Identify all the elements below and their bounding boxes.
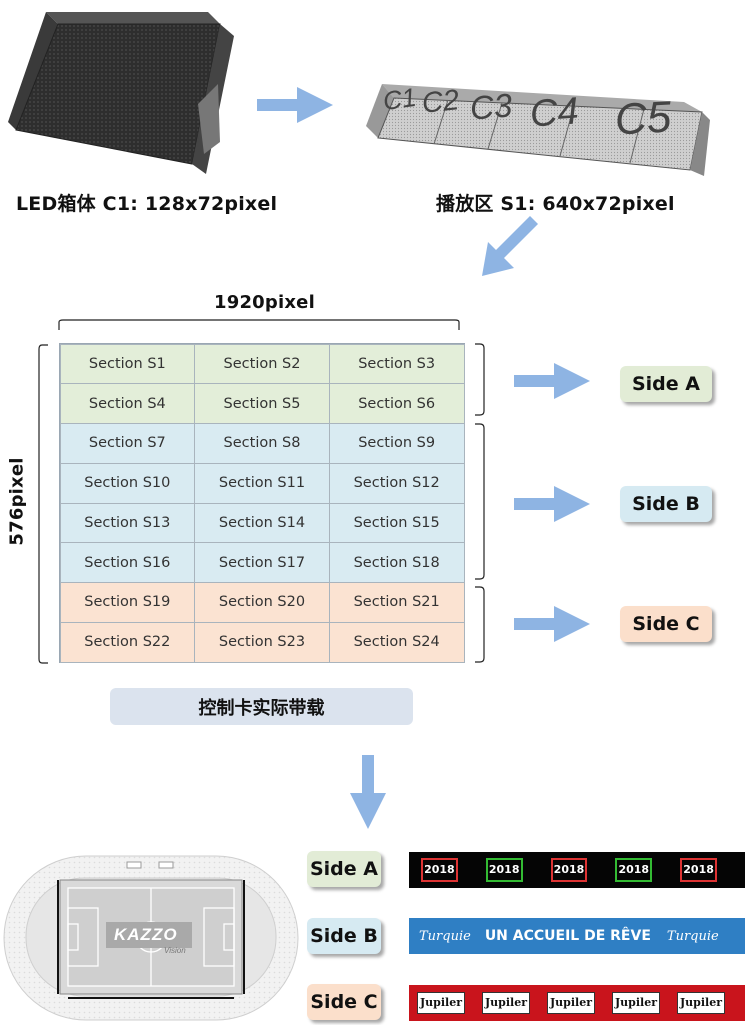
cabinet-label-c3: C3 [468, 86, 514, 127]
section-cell: Section S11 [194, 462, 330, 504]
section-cell: Section S17 [194, 542, 330, 583]
side-a-label[interactable]: Side A [307, 851, 381, 887]
banner-2018-badge: 2018 [680, 858, 717, 882]
section-cell: Section S7 [59, 423, 196, 464]
cabinet-label-c1: C1 [381, 81, 419, 117]
side-c-label[interactable]: Side C [307, 984, 381, 1020]
width-label: 1920pixel [214, 292, 315, 313]
banner-turquie-logo: Turquie [419, 928, 471, 944]
banner-jupiler-logo: Jupiler [677, 992, 725, 1014]
side-b-button[interactable]: Side B [620, 486, 712, 522]
width-brace [58, 319, 460, 330]
cabinet-label-c5: C5 [613, 92, 673, 145]
section-cell: Section S6 [328, 383, 465, 424]
section-caption: 播放区 S1: 640x72pixel [436, 193, 675, 215]
banner-turquie-logo: Turquie [666, 928, 719, 944]
section-cell: Section S3 [328, 343, 465, 385]
section-cell: Section S12 [328, 462, 465, 504]
arrow-right-icon [514, 486, 590, 522]
arrow-right-icon [514, 606, 590, 642]
side-c-brace [475, 586, 485, 663]
banner-jupiler-logo: Jupiler [482, 992, 530, 1014]
height-brace [38, 344, 48, 664]
cabinet-label-c4: C4 [528, 90, 580, 136]
section-cell: Section S18 [328, 542, 465, 583]
height-label: 576pixel [6, 457, 28, 546]
arrow-down-icon [350, 755, 386, 829]
side-c-banner: Jupiler Jupiler Jupiler Jupiler Jupiler [409, 985, 745, 1021]
section-cell: Section S16 [59, 542, 196, 583]
section-cell: Section S23 [194, 621, 330, 663]
banner-jupiler-logo: Jupiler [612, 992, 660, 1014]
arrow-right-icon [514, 363, 590, 399]
banner-2018-badge: 2018 [421, 858, 458, 882]
side-b-banner: Turquie UN ACCUEIL DE RÊVE Turquie [409, 918, 745, 954]
banner-jupiler-logo: Jupiler [547, 992, 595, 1014]
control-card-label: 控制卡实际带载 [110, 688, 413, 725]
side-b-label[interactable]: Side B [307, 918, 381, 954]
section-cell: Section S13 [59, 502, 196, 544]
banner-2018-badge: 2018 [615, 858, 653, 882]
section-strip-image [366, 84, 710, 176]
side-a-brace [475, 343, 485, 416]
section-cell: Section S1 [59, 343, 196, 385]
section-cell: Section S9 [328, 423, 465, 464]
cabinet-label-c2: C2 [420, 84, 461, 120]
arrow-down-left-icon [482, 216, 538, 276]
section-cell: Section S19 [59, 582, 196, 623]
banner-2018-badge: 2018 [550, 858, 588, 882]
side-b-brace [475, 423, 485, 580]
stadium-image [3, 855, 299, 1021]
banner-jupiler-logo: Jupiler [417, 992, 465, 1014]
side-c-button[interactable]: Side C [620, 606, 712, 642]
arrow-right-icon [257, 87, 333, 123]
led-cabinet-caption: LED箱体 C1: 128x72pixel [16, 193, 278, 215]
led-cabinet-image [8, 12, 234, 174]
stadium-logo-sub: Vision [164, 946, 186, 955]
banner-accueil-text: UN ACCUEIL DE RÊVE [484, 928, 651, 944]
section-cell: Section S15 [328, 502, 465, 544]
section-cell: Section S20 [194, 582, 330, 623]
section-cell: Section S24 [328, 621, 465, 663]
section-cell: Section S2 [194, 343, 330, 385]
side-a-button[interactable]: Side A [620, 366, 712, 402]
section-cell: Section S5 [194, 383, 330, 424]
side-a-banner: 2018 2018 2018 2018 2018 [409, 852, 745, 888]
section-cell: Section S22 [59, 621, 196, 663]
section-cell: Section S4 [59, 383, 196, 424]
section-cell: Section S10 [59, 462, 196, 504]
section-cell: Section S21 [328, 582, 465, 623]
banner-2018-badge: 2018 [485, 858, 523, 882]
section-cell: Section S14 [194, 502, 330, 544]
section-cell: Section S8 [194, 423, 330, 464]
stadium-logo: KAZZO [114, 925, 178, 944]
control-card-text: 控制卡实际带载 [198, 697, 325, 719]
